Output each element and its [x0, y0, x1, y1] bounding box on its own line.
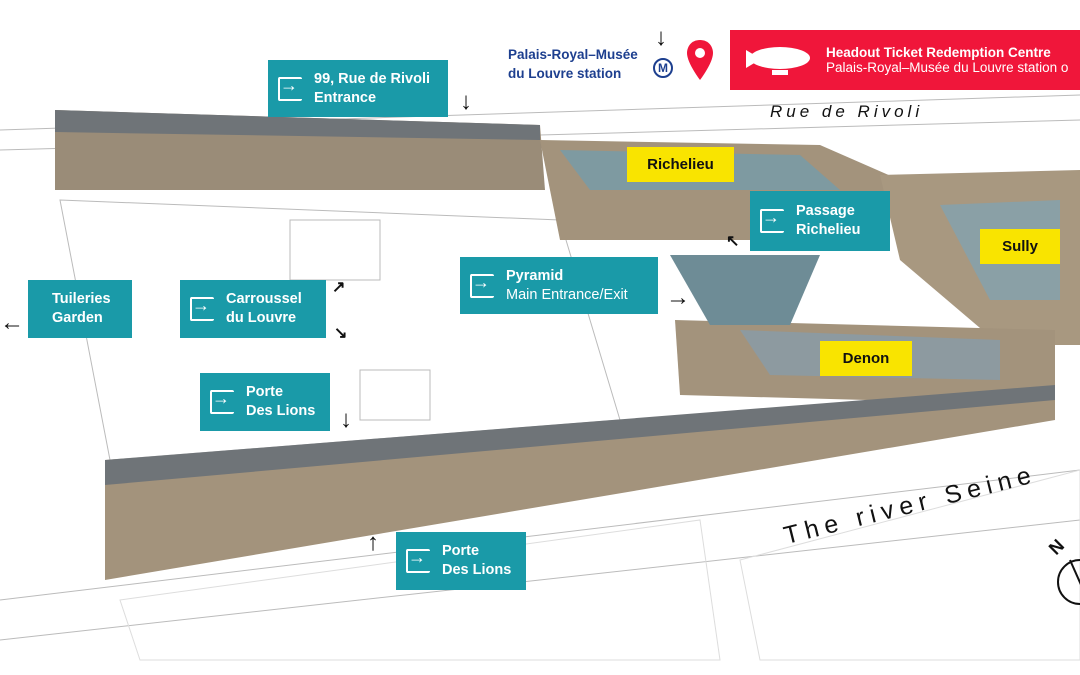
arrow-down-right-icon: ↘	[334, 325, 348, 342]
entrance-line2: Des Lions	[246, 403, 316, 419]
entrance-line2: Garden	[52, 310, 103, 326]
entrance-line1: Porte	[442, 543, 480, 559]
entrance-line2: Richelieu	[796, 222, 861, 238]
south-wing-building	[105, 385, 1055, 580]
metro-icon: M	[653, 58, 673, 78]
wing-label-sully[interactable]: Sully	[980, 229, 1060, 264]
entrance-icon	[190, 296, 214, 321]
entrance-line2: du Louvre	[226, 310, 297, 326]
metro-station-label: Palais-Royal–Musée du Louvre station	[508, 45, 638, 83]
wing-label-richelieu[interactable]: Richelieu	[627, 147, 734, 182]
metro-line-1: Palais-Royal–Musée	[508, 47, 638, 62]
entrance-line1: Carroussel	[226, 291, 302, 307]
entrance-icon	[210, 389, 234, 414]
pyramid	[670, 255, 820, 325]
ticket-redemption-banner[interactable]: Headout Ticket Redemption Centre Palais-…	[730, 30, 1080, 90]
arrow-down-icon: ↓	[655, 24, 667, 51]
banner-subtitle: Palais-Royal–Musée du Louvre station o	[826, 60, 1069, 75]
entrance-line2: Des Lions	[442, 562, 512, 578]
airship-icon	[746, 47, 810, 75]
arrow-down-icon: ↓	[340, 406, 352, 433]
entrance-icon	[406, 548, 430, 573]
metro-line-2: du Louvre station	[508, 66, 622, 81]
entrance-icon	[278, 76, 302, 101]
arrow-up-left-icon: ↖	[726, 233, 740, 250]
entrance-line2: Entrance	[314, 89, 377, 106]
entrance-line2: Main Entrance/Exit	[506, 286, 628, 303]
arrow-up-icon: ↑	[367, 529, 379, 556]
entrance-line1: Tuileries	[52, 291, 111, 307]
entrance-line1: Pyramid	[506, 267, 564, 284]
arrow-down-icon: ↓	[460, 88, 472, 115]
street-label: Rue de Rivoli	[770, 102, 924, 121]
location-pin-icon	[687, 40, 713, 80]
north-wing-building	[55, 110, 545, 190]
entrance-carroussel-du-louvre[interactable]: Carroussel du Louvre	[180, 280, 326, 338]
entrance-icon	[470, 273, 494, 298]
entrance-line1: 99, Rue de Rivoli	[314, 70, 431, 87]
banner-title: Headout Ticket Redemption Centre	[826, 45, 1051, 60]
entrance-icon	[760, 208, 784, 233]
compass-icon	[1057, 559, 1080, 605]
arrow-up-right-icon: ↗	[332, 279, 346, 296]
entrance-line1: Passage	[796, 203, 855, 219]
arrow-right-icon: →	[666, 284, 690, 311]
entrance-line1: Porte	[246, 384, 284, 400]
wing-label-denon[interactable]: Denon	[820, 341, 912, 376]
arrow-left-icon: ←	[0, 309, 24, 336]
